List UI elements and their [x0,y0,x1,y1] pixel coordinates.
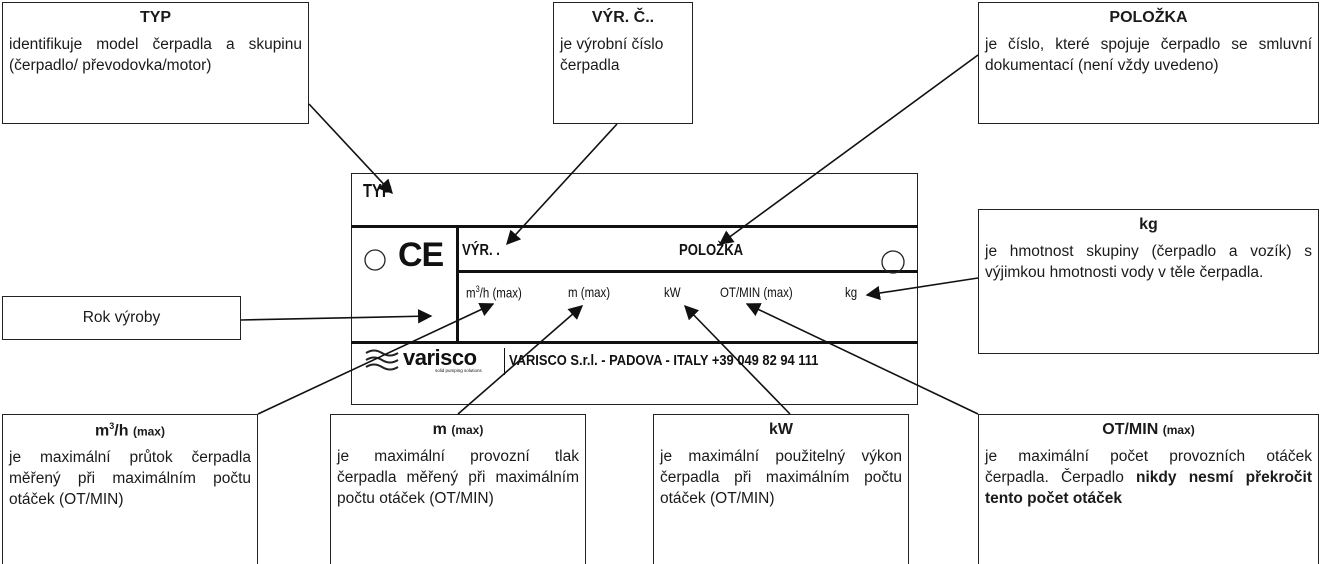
otmin-desc-bold: nikdy nesmí překročit tento počet otáček [985,469,1312,507]
vyr-callout-title: VÝR. Č.. [591,9,655,26]
m-callout-title: m (max) [331,421,585,439]
rok-vyroby-label: Rok výroby [82,309,161,326]
polozka-callout: POLOŽKA je číslo, které spojuje čerpadlo… [978,2,1319,124]
plate-kg: kg [845,284,858,300]
m-callout: m (max) je maximální provozní tlak čerpa… [330,414,586,564]
plate-m3h: m3/h (max) [466,284,522,301]
vyr-callout-desc: je výrobní číslo čerpadla [560,36,664,74]
ce-mark: CE [398,236,444,274]
plate-vertical-divider [456,226,459,343]
kg-callout-desc: je hmotnost skupiny (čerpadlo a vozík) s… [985,243,1312,281]
kw-callout-title: kW [769,421,793,438]
kg-callout: kg je hmotnost skupiny (čerpadlo a vozík… [978,209,1319,354]
otmin-desc-plain: je maximální počet provozních otáček čer… [985,448,1312,486]
otmin-title-small: (max) [1162,423,1195,437]
otmin-callout-desc: je maximální počet provozních otáček čer… [979,446,1318,509]
m-callout-desc: je maximální provozní tlak čerpadla měře… [337,448,579,507]
m3h-title-rest: /h [114,422,129,440]
plate-vyr: VÝR. . [462,242,500,259]
brand-separator [504,348,505,375]
m3h-callout: m3/h (max) je maximální průtok čerpadla … [2,414,258,564]
kw-callout: kW je maximální použitelný výkon čerpadl… [653,414,909,564]
plate-kw: kW [664,284,681,300]
typ-callout: TYP identifikuje model čerpadla a skupin… [2,2,309,124]
m3h-callout-desc: je maximální průtok čerpadla měřený při … [9,449,251,509]
otmin-callout: OT/MIN (max) je maximální počet provozní… [978,414,1319,564]
kg-callout-title: kg [1139,216,1158,233]
plate-otmin: OT/MIN (max) [720,284,793,300]
plate-company: VARISCO S.r.l. - PADOVA - ITALY +39 049 … [509,352,819,369]
polozka-callout-desc: je číslo, které spojuje čerpadlo se smlu… [985,36,1312,74]
m3h-callout-title: m3/h (max) [3,421,257,440]
otmin-callout-title: OT/MIN (max) [979,421,1318,439]
plate-divider-1 [351,225,918,228]
m-title-main: m [432,421,447,438]
plate-divider-3 [351,341,918,344]
plate-polozka: POLOŽKA [679,242,744,259]
varisco-tagline: solid pumping solutions [435,368,482,373]
typ-callout-desc: identifikuje model čerpadla a skupinu (č… [9,36,302,74]
m3h-title-sup: 3 [109,421,115,431]
rok-vyroby-callout: Rok výroby [2,296,241,340]
vyr-callout: VÝR. Č.. je výrobní číslo čerpadla [553,2,693,124]
otmin-title-main: OT/MIN [1102,421,1159,438]
plate-divider-2 [458,270,918,273]
varisco-waves-icon [365,349,399,371]
polozka-callout-title: POLOŽKA [1109,9,1188,26]
m3h-title-small: (max) [132,424,165,439]
plate-typ: TYP [363,181,392,201]
m-title-small: (max) [451,423,484,437]
plate-m-max: m (max) [568,284,611,300]
kw-callout-desc: je maximální použitelný výkon čerpadla p… [660,448,902,507]
typ-callout-title: TYP [139,9,172,26]
m3h-title-main: m [95,422,110,440]
